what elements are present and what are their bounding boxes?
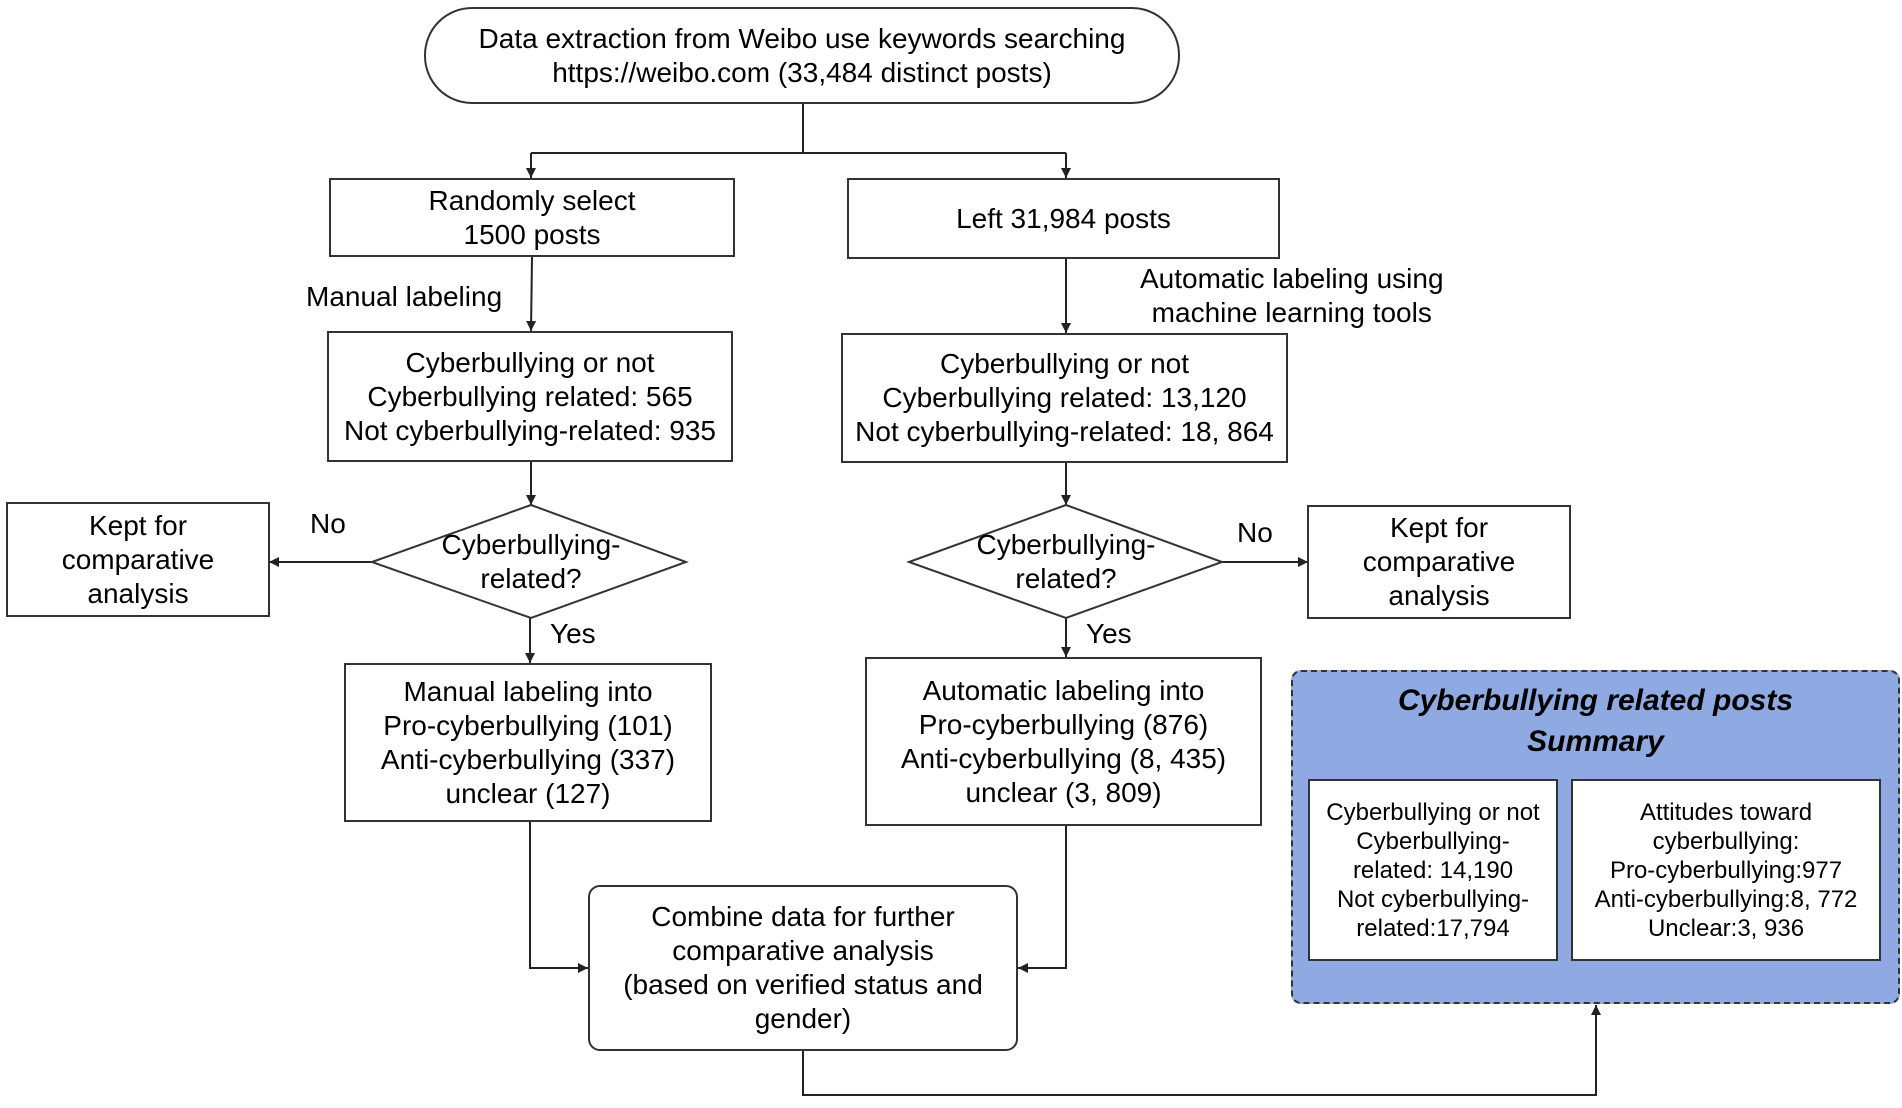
right-kept-line-3: analysis xyxy=(1388,580,1490,611)
left-decision-text: Cyberbullying- related? xyxy=(402,527,660,597)
random-select-line-2: 1500 posts xyxy=(463,218,601,250)
combine-line-4: gender) xyxy=(754,1003,852,1034)
right-cyber-line-1: Cyberbullying or not xyxy=(939,348,1190,379)
auto-labeling-line-2: machine learning tools xyxy=(1151,297,1432,328)
right-kept-line-1: Kept for xyxy=(1389,512,1489,543)
random-select-line-1: Randomly select xyxy=(428,184,636,216)
left-kept-line-1: Kept for xyxy=(88,509,188,541)
left-label-line-4: unclear (127) xyxy=(445,777,611,809)
right-label-line-1: Automatic labeling into xyxy=(922,674,1205,706)
start-line-1: Data extraction from Weibo use keywords … xyxy=(478,22,1126,54)
auto-labeling-label: Automatic labeling using machine learnin… xyxy=(1140,262,1444,330)
combine-line-3: (based on verified status and xyxy=(623,969,983,1000)
arrow-combine-to-summary xyxy=(802,1005,1601,1096)
left-kept-line-2: comparative xyxy=(61,543,215,575)
summary-count-line-1: Cyberbullying or not xyxy=(1326,798,1540,826)
left-kept-box: Kept for comparative analysis xyxy=(6,502,270,617)
right-yes-label: Yes xyxy=(1086,618,1132,649)
arrow-left-to-combine xyxy=(529,822,588,973)
left-kept-line-3: analysis xyxy=(87,577,189,609)
right-decision-line-1: Cyberbullying- xyxy=(976,529,1156,560)
summary-title: Cyberbullying related posts xyxy=(1397,684,1794,717)
start-node: Data extraction from Weibo use keywords … xyxy=(424,7,1180,104)
manual-labeling-into-box: Manual labeling into Pro-cyberbullying (… xyxy=(344,663,712,822)
summary-subtitle: Summary xyxy=(1527,725,1664,758)
right-cyberbullying-box: Cyberbullying or not Cyberbullying relat… xyxy=(841,333,1288,463)
summary-count-line-4: Not cyberbullying- xyxy=(1336,885,1530,913)
right-no-label: No xyxy=(1237,517,1273,548)
left-label-line-3: Anti-cyberbullying (337) xyxy=(380,743,676,775)
automatic-labeling-into-box: Automatic labeling into Pro-cyberbullyin… xyxy=(865,657,1262,826)
summary-count-line-2: Cyberbullying- xyxy=(1356,827,1510,855)
summary-attitude-line-1: Attitudes toward xyxy=(1639,798,1813,826)
right-cyber-line-2: Cyberbullying related: 13,120 xyxy=(882,382,1247,413)
left-label-line-2: Pro-cyberbullying (101) xyxy=(383,709,673,741)
auto-labeling-line-1: Automatic labeling using xyxy=(1140,263,1444,294)
combine-line-2: comparative analysis xyxy=(672,935,934,966)
summary-attitude-line-2: cyberbullying: xyxy=(1652,827,1800,855)
decision-diamond-right xyxy=(906,503,1225,620)
left-no-label: No xyxy=(310,508,346,539)
arrow-left-manual xyxy=(526,255,537,332)
left-yes-label: Yes xyxy=(550,618,596,649)
left-cyber-line-1: Cyberbullying or not xyxy=(405,346,655,378)
summary-attitude-line-4: Anti-cyberbullying:8, 772 xyxy=(1594,885,1858,913)
left-label-line-1: Manual labeling into xyxy=(403,675,653,707)
right-kept-box: Kept for comparative analysis xyxy=(1307,505,1571,619)
left-cyber-line-3: Not cyberbullying-related: 935 xyxy=(344,414,716,446)
manual-labeling-label: Manual labeling xyxy=(306,281,503,312)
summary-attitudes-box: Attitudes toward cyberbullying: Pro-cybe… xyxy=(1571,779,1881,961)
random-select-box: Randomly select 1500 posts xyxy=(329,178,735,257)
right-label-line-3: Anti-cyberbullying (8, 435) xyxy=(900,742,1227,774)
left-cyberbullying-box: Cyberbullying or not Cyberbullying relat… xyxy=(327,331,733,462)
summary-attitude-line-3: Pro-cyberbullying:977 xyxy=(1609,856,1843,884)
right-cyber-line-3: Not cyberbullying-related: 18, 864 xyxy=(855,416,1274,447)
arrow-right-to-combine xyxy=(1018,826,1067,973)
combine-line-1: Combine data for further xyxy=(651,901,955,932)
left-posts-text: Left 31,984 posts xyxy=(956,202,1171,234)
left-decision-line-2: related? xyxy=(480,563,582,594)
start-line-2: https://weibo.com (33,484 distinct posts… xyxy=(552,56,1052,88)
summary-count-line-5: related:17,794 xyxy=(1356,914,1510,942)
summary-count-line-3: related: 14,190 xyxy=(1352,856,1514,884)
summary-count-box: Cyberbullying or not Cyberbullying- rela… xyxy=(1308,779,1558,961)
left-decision-line-1: Cyberbullying- xyxy=(441,529,621,560)
right-label-line-4: unclear (3, 809) xyxy=(965,776,1162,808)
summary-panel: Cyberbullying related posts Summary Cybe… xyxy=(1291,670,1900,1004)
right-kept-line-2: comparative xyxy=(1362,546,1516,577)
decision-diamond-left xyxy=(369,503,689,620)
combine-box: Combine data for further comparative ana… xyxy=(588,885,1018,1051)
summary-attitude-line-5: Unclear:3, 936 xyxy=(1647,914,1805,942)
right-decision-line-2: related? xyxy=(1015,563,1117,594)
right-decision-text: Cyberbullying- related? xyxy=(936,527,1196,597)
right-label-line-2: Pro-cyberbullying (876) xyxy=(918,708,1209,740)
left-cyber-line-2: Cyberbullying related: 565 xyxy=(367,380,693,412)
left-posts-box: Left 31,984 posts xyxy=(847,178,1280,259)
